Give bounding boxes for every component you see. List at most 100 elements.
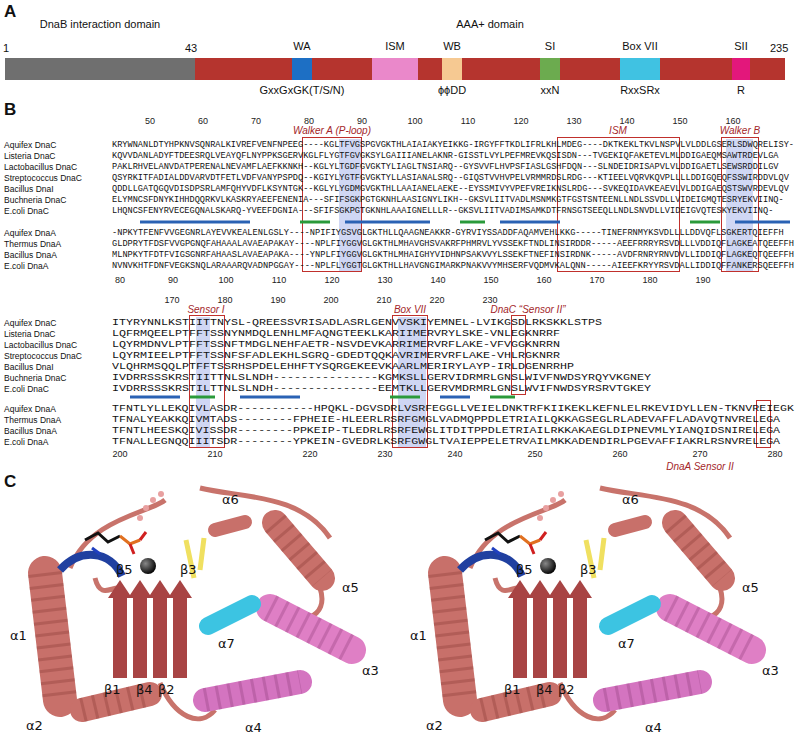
ruler-number: 90 — [168, 275, 178, 285]
sequence-row: PAKLRHVELANVDATPERENALNEVAMFLAEFKKNKH--K… — [112, 162, 779, 172]
ruler-number: 180 — [642, 275, 657, 285]
ruler-number: 260 — [612, 449, 627, 459]
domain-label: SI — [545, 40, 555, 52]
sequence-row: ELYMNCSFDNYKIHHDQQRKVLKASKRYAEEFENENIA--… — [112, 195, 784, 205]
ruler-number: 230 — [482, 295, 497, 305]
sequence-row: LQYRMDNVLPTFFTSSNFTMDGLNEHFAETR-NSVDEVKA… — [112, 340, 560, 350]
ruler-number: 140 — [430, 275, 445, 285]
ruler-number: 130 — [377, 275, 392, 285]
domain-label: WB — [443, 40, 461, 52]
ruler-number: 210 — [207, 449, 222, 459]
structure-label: β2 — [158, 682, 175, 697]
panel-letter: A — [4, 2, 16, 22]
ruler-number: 170 — [164, 295, 179, 305]
domain-label: Box VII — [622, 40, 657, 52]
panel-letter: B — [4, 100, 16, 120]
ruler-number: 270 — [692, 449, 707, 459]
structure-label: β2 — [558, 682, 575, 697]
ruler-number: 100 — [407, 116, 422, 126]
structure-label: β1 — [104, 682, 121, 697]
ruler-number: 140 — [619, 116, 634, 126]
species-name: Bacillus DnaA — [4, 426, 57, 436]
ruler-number: 170 — [589, 275, 604, 285]
species-name: Bacillus DnaI — [4, 362, 54, 372]
structure-label: α5 — [742, 580, 759, 595]
species-name: Buchneria DnaC — [4, 373, 66, 383]
species-name: Aquifex DnaC — [4, 318, 56, 328]
ruler-number: 240 — [447, 449, 462, 459]
motif-label: ISM — [609, 125, 627, 136]
ruler-number: 80 — [115, 275, 125, 285]
domain-label: DnaB interaction domain — [40, 18, 160, 30]
motif-sequence: ϕϕDD — [438, 84, 466, 96]
ruler-number: 110 — [272, 275, 286, 285]
ruler-number: 100 — [218, 275, 233, 285]
structure-label: α4 — [645, 720, 662, 735]
sequence-row: LQYRMIEELPTFFTSSNFSFADLEKHLSGRQ-GDEDTQQK… — [112, 351, 560, 361]
motif-box: WAGxxGxGK(T/S/N) — [292, 58, 312, 80]
species-name: Listeria DnaC — [4, 151, 56, 161]
sequence-row: KRYWNANLDTYHPKNVSQNRALKIVREFVENFNPEEG---… — [112, 140, 794, 150]
motif-sequence: xxN — [541, 84, 560, 96]
motif-label: DnaC “Sensor II” — [490, 304, 565, 315]
species-name: Streptococcus DnaC — [4, 173, 82, 183]
species-name: Streptococcus DnaC — [4, 351, 82, 361]
species-name: E.coli DnaC — [4, 206, 49, 216]
ruler-number: 200 — [112, 449, 127, 459]
motif-sequence: RxxSRx — [620, 84, 660, 96]
sequence-row: IVDRRSSSKRSTIITTNLSLNDH---------------KG… — [112, 373, 651, 383]
structure-label: α7 — [618, 636, 635, 651]
structure-label: β3 — [180, 562, 197, 577]
structure-label: α2 — [426, 718, 443, 733]
position-number: 43 — [185, 42, 197, 54]
ruler-number: 120 — [324, 275, 339, 285]
domain-label: SII — [734, 40, 747, 52]
species-name: Aquifex DnaA — [4, 228, 56, 238]
structure-label: α7 — [218, 636, 235, 651]
sequence-row: TFNTLHEESKQIVISSDR--------PPKEIP-TLEDRLR… — [112, 426, 780, 436]
ruler-number: 110 — [461, 116, 475, 126]
ruler-number: 250 — [527, 449, 542, 459]
sequence-row: KQVVDANLADYFTDEESRQLVEAYQFLNYPPKSGERVKGL… — [112, 151, 779, 161]
species-name: Bacillus DnaI — [4, 184, 54, 194]
structure-label: α6 — [622, 492, 639, 507]
species-name: Aquifex DnaC — [4, 140, 56, 150]
sequence-row: MLNPKYTFDTFVIGSGNRFAHAASLAVAEAPAKA----YN… — [112, 250, 794, 260]
structure-label: α2 — [26, 718, 43, 733]
sequence-row: TFNTLYLLEKQIVLASDR-----------HPQKL-DGVSD… — [112, 404, 794, 414]
domain-label: ISM — [385, 40, 405, 52]
species-name: Thermus DnaA — [4, 415, 61, 425]
structure-label: β3 — [580, 562, 597, 577]
sequence-row: NVNVKHTFDNFVEGKSNQLARAAARQVADNPGGAY----N… — [112, 261, 794, 271]
structure-label: β5 — [116, 562, 133, 577]
sequence-row: QSYRKITFADIALDDVARVDTFETLVDFVANYPSPDQ--K… — [112, 173, 789, 183]
motif-box: WBϕϕDD — [442, 58, 462, 80]
species-name: Buchneria DnaC — [4, 195, 66, 205]
structure-label: β1 — [504, 682, 521, 697]
ruler-number: 60 — [198, 116, 208, 126]
species-name: E.coli DnaA — [4, 437, 48, 447]
domain-segment: AAA+ domainWAGxxGxGK(T/S/N)ISMWBϕϕDDSIxx… — [195, 58, 785, 80]
sequence-row: GLDPRYTFDSFVVGPGNQFAHAAALAVAEAPAKAY----N… — [112, 239, 794, 249]
ruler-number: 220 — [429, 295, 444, 305]
sequence-row: TFNALLEGNQQIIITSDR--------YPKEIN-GVEDRLK… — [112, 437, 780, 447]
motif-label: Walker B — [720, 125, 760, 136]
motif-label: DnaA Sensor II — [666, 461, 733, 472]
species-name: Lactobacillus DnaC — [4, 340, 77, 350]
structure-label: β5 — [516, 562, 533, 577]
motif-box: SIxxN — [540, 58, 560, 80]
species-name: E.coli DnaC — [4, 384, 49, 394]
sequence-row: ITYRYNNLKSTIITTNYSL-QREESSVRISADLASRLGEN… — [112, 318, 602, 328]
sequence-row: LQFRMQEELPTFFTSSNYNMDQLENHLMFAQNGTEEKLKA… — [112, 329, 560, 339]
ruler-number: 220 — [302, 449, 317, 459]
motif-box: ISM — [372, 58, 418, 80]
motif-label: Box VII — [394, 304, 426, 315]
domain-label: AAA+ domain — [456, 18, 524, 30]
stereo-structure — [0, 478, 800, 741]
sequence-row: VLQHRMSQQLPTFFTSSRHSPDELEHHFTYSQRGEKEEVK… — [112, 362, 574, 372]
ruler-number: 120 — [513, 116, 528, 126]
species-name: Lactobacillus DnaC — [4, 162, 77, 172]
structure-label: α3 — [762, 663, 779, 678]
ruler-number: 280 — [767, 449, 782, 459]
motif-sequence: R — [737, 84, 745, 96]
